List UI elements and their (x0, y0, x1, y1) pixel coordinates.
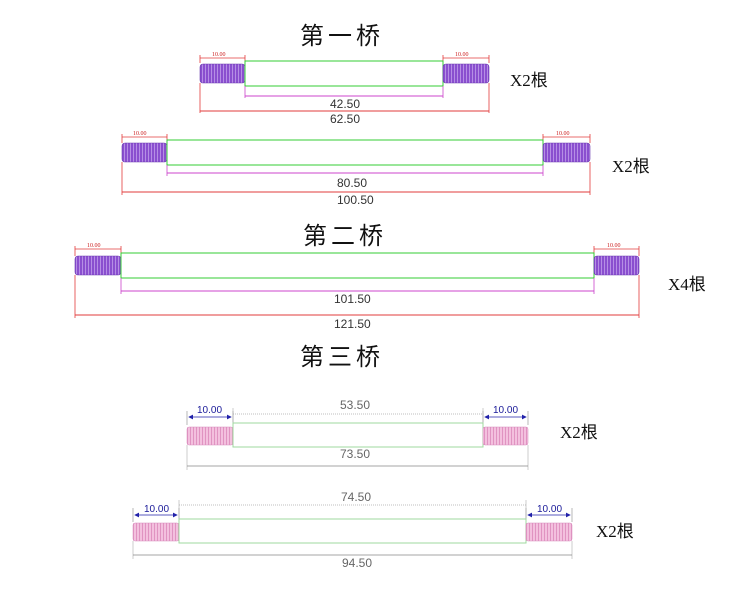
shaft-1-2: 10.00 10.00 80.50 100.50 X2根 (121, 131, 650, 207)
shaft-2-1-qty: X4根 (668, 275, 706, 294)
shaft-2-1-left-thread-label: 10.00 (87, 243, 101, 249)
shaft-3-2: 10.00 10.00 74.50 94.50 X2根 (132, 490, 634, 570)
shaft-3-1-right-thread-label: 10.00 (493, 405, 518, 416)
shaft-2-1-right-thread (593, 255, 640, 276)
shaft-1-2-body (166, 139, 544, 166)
shaft-1-1-left-thread-label: 10.00 (212, 52, 226, 58)
shaft-1-1-right-thread-label: 10.00 (455, 52, 469, 58)
shaft-2-1: 10.00 10.00 101.50 121.50 X4根 (74, 243, 706, 331)
shaft-1-1-body (244, 60, 444, 87)
shaft-1-1-left-thread (199, 63, 246, 84)
section-1-title: 第一桥 (300, 22, 384, 50)
shaft-3-1-left-thread (186, 426, 234, 446)
shaft-3-1-right-thread (482, 426, 529, 446)
shaft-3-1-body (232, 422, 484, 448)
shaft-2-1-body (120, 252, 595, 279)
shaft-1-1: 10.00 10.00 42.50 62.50 X2根 (199, 52, 548, 126)
shaft-3-2-total-dim: 94.50 (342, 556, 372, 570)
shaft-1-1-qty: X2根 (510, 71, 548, 90)
shaft-3-1-qty: X2根 (560, 423, 598, 442)
shaft-1-2-right-thread (542, 142, 591, 163)
shaft-3-2-qty: X2根 (596, 522, 634, 541)
shaft-3-1-middle-dim: 53.50 (340, 398, 370, 412)
shaft-1-1-total-dim: 62.50 (330, 112, 360, 126)
shaft-2-1-left-thread (74, 255, 122, 276)
shaft-1-2-middle-dim: 80.50 (337, 176, 367, 190)
shaft-1-1-middle-dim: 42.50 (330, 97, 360, 111)
shaft-3-1-total-dim: 73.50 (340, 447, 370, 461)
shaft-3-2-right-thread-label: 10.00 (537, 504, 562, 515)
section-2-title: 第二桥 (303, 222, 387, 250)
shaft-2-1-total-dim: 121.50 (334, 317, 371, 331)
shaft-3-2-left-thread (132, 522, 180, 542)
shaft-1-1-right-thread (442, 63, 490, 84)
shaft-2-1-right-thread-label: 10.00 (607, 243, 621, 249)
shaft-3-2-left-thread-label: 10.00 (144, 504, 169, 515)
shaft-1-2-right-thread-label: 10.00 (556, 131, 570, 137)
shaft-1-2-qty: X2根 (612, 157, 650, 176)
shaft-3-2-body (178, 518, 527, 544)
shaft-2-1-middle-dim: 101.50 (334, 292, 371, 306)
shaft-1-2-left-thread (121, 142, 168, 163)
shaft-1-2-total-dim: 100.50 (337, 193, 374, 207)
shaft-3-2-right-thread (525, 522, 573, 542)
shaft-3-2-middle-dim: 74.50 (341, 490, 371, 504)
shaft-3-1: 10.00 10.00 53.50 73.50 X2根 (186, 398, 598, 470)
shaft-3-1-left-thread-label: 10.00 (197, 405, 222, 416)
section-3-title: 第三桥 (300, 343, 384, 371)
shaft-1-2-left-thread-label: 10.00 (133, 131, 147, 137)
